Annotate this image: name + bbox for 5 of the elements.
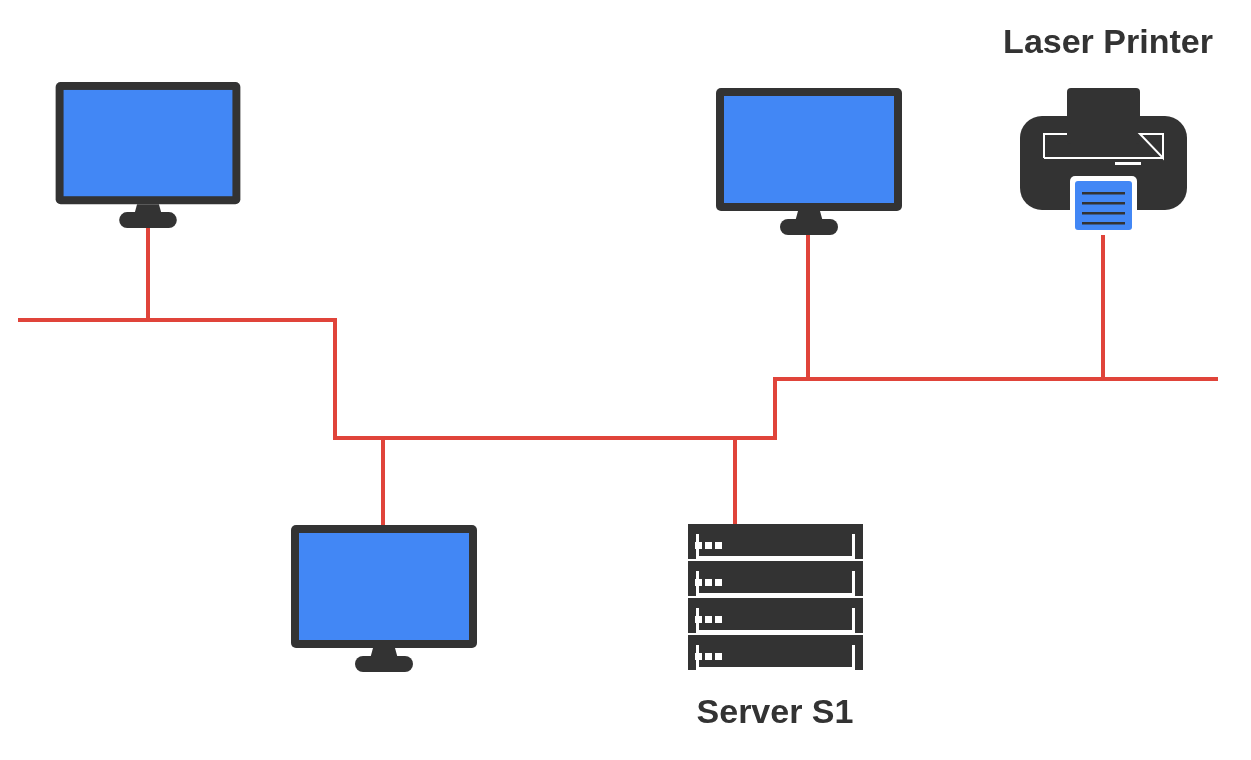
device-label: Laser Printer [1002,22,1214,61]
network-cable [1101,235,1105,379]
device-label: Server S1 [695,692,855,731]
network-cable [381,438,385,525]
network-cable [733,438,737,524]
